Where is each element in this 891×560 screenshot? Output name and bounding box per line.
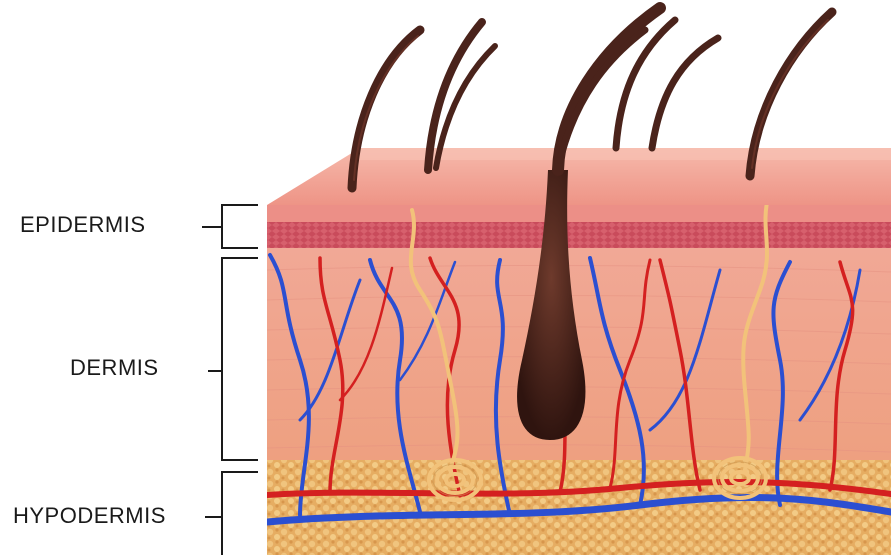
layer-brackets xyxy=(202,205,258,555)
epidermis-label: EPIDERMIS xyxy=(20,212,146,238)
hypodermis-label: HYPODERMIS xyxy=(13,503,166,529)
dermis-label: DERMIS xyxy=(70,355,159,381)
